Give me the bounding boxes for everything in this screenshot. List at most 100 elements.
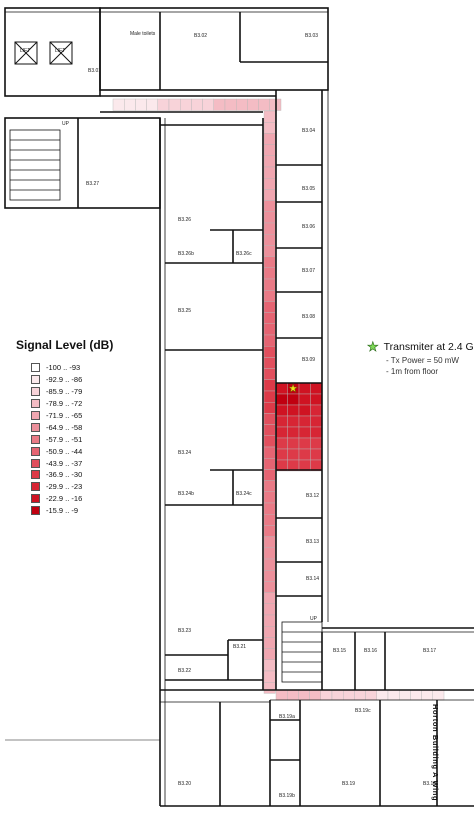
room-label: B3.18 <box>423 781 436 787</box>
heatmap-cell <box>287 415 300 428</box>
heatmap-cell <box>298 437 311 450</box>
heatmap-cell <box>410 689 422 701</box>
legend-label: -43.9 .. -37 <box>46 458 83 468</box>
heatmap-cell <box>331 689 344 701</box>
room-label: B3.14 <box>306 576 319 582</box>
legend-item: -43.9 .. -37 <box>14 457 134 469</box>
heatmap-cell <box>310 437 323 450</box>
legend-swatch <box>31 375 40 385</box>
legend-swatch <box>31 422 40 432</box>
legend-item: -57.9 .. -51 <box>14 433 134 445</box>
legend-label: -36.9 .. -30 <box>46 470 83 480</box>
legend-item: -92.9 .. -86 <box>14 374 134 386</box>
heatmap-cell <box>298 689 310 701</box>
signal-heatmap <box>112 98 445 701</box>
heatmap-cell <box>263 121 276 134</box>
room-label: Male toilets <box>130 31 156 37</box>
transmitter-title: Transmiter at 2.4 G <box>383 341 474 353</box>
legend-label: -50.9 .. -44 <box>46 446 83 456</box>
heatmap-cell <box>263 222 276 235</box>
legend-swatch <box>31 387 40 397</box>
room-label: B3.24b <box>178 491 194 497</box>
room-label: B3.13 <box>306 539 319 545</box>
room-label: B3.06 <box>302 224 315 230</box>
heatmap-cell <box>298 448 311 461</box>
heatmap-cell <box>263 334 276 347</box>
legend-label: -64.9 .. -58 <box>46 422 83 432</box>
heatmap-cell <box>298 415 311 428</box>
legend-swatch <box>31 446 40 456</box>
heatmap-cell <box>275 382 288 395</box>
legend-label: -85.9 .. -79 <box>46 387 83 397</box>
heatmap-cell <box>263 547 276 560</box>
heatmap-cell <box>275 437 288 450</box>
room-label: B3.22 <box>178 668 191 674</box>
heatmap-cell <box>263 525 276 537</box>
heatmap-cell <box>179 98 192 111</box>
heatmap-cell <box>287 689 299 701</box>
heatmap-cell <box>112 98 125 111</box>
heatmap-cell <box>263 626 276 638</box>
heatmap-cell <box>123 98 136 111</box>
heatmap-cell <box>432 689 445 701</box>
heatmap-cell <box>146 98 159 111</box>
room-label: B3.25 <box>178 308 191 314</box>
heatmap-cell <box>263 536 276 548</box>
room-label: B3.01 <box>88 68 101 74</box>
heatmap-cell <box>263 402 276 414</box>
room-label: B3.26b <box>178 251 194 257</box>
heatmap-cell <box>263 469 276 481</box>
lift-shaft-2 <box>49 41 73 65</box>
room-label: B3.19b <box>279 793 295 799</box>
heatmap-cell <box>263 491 276 504</box>
heatmap-cell <box>287 448 300 461</box>
heatmap-cell <box>263 413 276 425</box>
heatmap-cell <box>275 689 288 701</box>
room-label: B3.09 <box>302 357 315 363</box>
heatmap-cell <box>263 290 276 302</box>
heatmap-cell <box>287 426 300 439</box>
legend-swatch <box>31 506 40 516</box>
legend-item: -78.9 .. -72 <box>14 398 134 410</box>
room-label: B3.15 <box>333 648 346 654</box>
legend-item: -100 .. -93 <box>14 362 134 374</box>
room-label: B3.27 <box>86 181 99 187</box>
room-label: LIFT <box>20 48 30 54</box>
legend-item: -15.9 .. -9 <box>14 505 134 517</box>
heatmap-cell <box>263 155 276 168</box>
heatmap-cell <box>191 98 203 111</box>
room-labels: Male toilets LIFT LIFT B3.01 B3.02 B3.03… <box>20 31 436 799</box>
legend-label: -15.9 .. -9 <box>46 506 79 516</box>
heatmap-cell <box>399 689 411 701</box>
legend-item: -29.9 .. -23 <box>14 481 134 493</box>
heatmap-cell <box>263 592 276 604</box>
heatmap-cell <box>224 98 237 111</box>
room-label: B3.05 <box>302 186 315 192</box>
heatmap-cell <box>343 689 355 701</box>
room-label: B3.19c <box>355 708 371 714</box>
heatmap-cell <box>202 98 215 111</box>
room-label: LIFT <box>55 48 65 54</box>
heatmap-cell <box>235 98 248 111</box>
heatmap-cell <box>263 245 276 257</box>
star-icon: ★ <box>367 339 379 354</box>
heatmap-cell <box>263 659 276 672</box>
heatmap-cell <box>263 446 276 459</box>
heatmap-cell <box>275 448 288 461</box>
legend-item: -64.9 .. -58 <box>14 421 134 433</box>
room-label: B3.21 <box>233 644 246 650</box>
room-label: UP <box>62 121 70 127</box>
heatmap-cell <box>263 189 276 201</box>
heatmap-cell <box>263 514 276 526</box>
heatmap-cell <box>168 98 181 111</box>
heatmap-cell <box>263 368 276 381</box>
legend-swatch <box>31 363 40 373</box>
heatmap-cell <box>365 689 378 701</box>
heatmap-cell <box>263 166 276 179</box>
heatmap-cell <box>298 426 311 439</box>
heatmap-cell <box>263 144 276 157</box>
heatmap-cell <box>135 98 147 111</box>
heatmap-cell <box>263 256 276 269</box>
heatmap-cell <box>213 98 226 111</box>
heatmap-cell <box>263 200 276 213</box>
